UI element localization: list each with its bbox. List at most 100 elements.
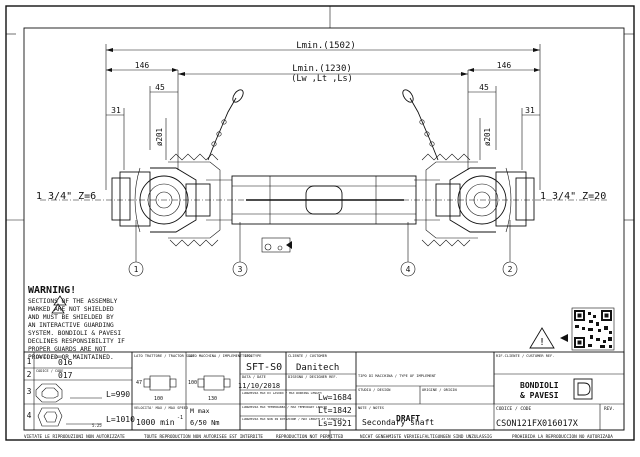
brand-logo: BONDIOLI & PAVESI	[520, 378, 593, 400]
left-yoke-assembly	[111, 161, 232, 239]
dim-left-angle-text: 45	[155, 83, 165, 92]
svg-text:CODICE / CODE: CODICE / CODE	[36, 369, 63, 373]
dim-lmin-total-text: Lmin.(1502)	[296, 41, 356, 51]
svg-text:TOUTE REPRODUCTION NON AUTORIS: TOUTE REPRODUCTION NON AUTORISEE EST INT…	[144, 434, 263, 440]
left-retaining-chain	[207, 89, 244, 161]
svg-text:2: 2	[508, 265, 513, 274]
svg-text:CLIENTE / CUSTOMER: CLIENTE / CUSTOMER	[288, 354, 328, 358]
svg-text:6/50 Nm: 6/50 Nm	[190, 419, 220, 427]
svg-text:TIPO-TYPE: TIPO-TYPE	[242, 354, 261, 358]
balloon-1: 1	[128, 220, 144, 277]
dim-right-offset-text: 146	[497, 61, 512, 70]
svg-text:100: 100	[188, 380, 197, 386]
dimension-right-31: 31	[521, 106, 540, 170]
svg-text:3: 3	[238, 265, 243, 274]
svg-text:016: 016	[58, 358, 73, 367]
dim-lengths-group-text: (Lw ,Lt ,Ls)	[291, 74, 352, 84]
right-yoke-assembly	[414, 161, 535, 239]
dim-left-small-text: 31	[111, 106, 121, 115]
svg-text:L=990: L=990	[106, 390, 130, 399]
dimension-left-45: 45	[149, 83, 178, 150]
dimension-left-diameter: ø201	[155, 118, 167, 160]
dim-lmin-shaft-text: Lmin.(1230)	[292, 64, 352, 74]
svg-text:RIF.CLIENTE / CUSTOMER REF.: RIF.CLIENTE / CUSTOMER REF.	[496, 354, 554, 358]
svg-text:-1: -1	[177, 415, 183, 421]
svg-text:LUNGHEZZA MAX TEMPORANEA / MAX: LUNGHEZZA MAX TEMPORANEA / MAX TEMPORARY…	[242, 405, 327, 409]
svg-text:LATO MACCHINA / IMPLEMENT SIDE: LATO MACCHINA / IMPLEMENT SIDE	[188, 354, 253, 358]
svg-text:SECTIONS OF THE ASSEMBLY: SECTIONS OF THE ASSEMBLY	[28, 298, 118, 305]
svg-text:ORIGINE / ORIGIN: ORIGINE / ORIGIN	[422, 388, 457, 392]
svg-text:L=1010: L=1010	[106, 415, 135, 424]
svg-text:LATO TRATTORE / TRACTOR SIDE: LATO TRATTORE / TRACTOR SIDE	[134, 354, 195, 358]
right-spline-label: 1 3/4" Z=20	[540, 191, 606, 202]
svg-text:REPRODUCTION NOT PERMITTED: REPRODUCTION NOT PERMITTED	[276, 434, 344, 440]
tube-profile-inner: 5.25	[37, 407, 102, 428]
svg-text:DECLINES RESPONSIBILITY IF: DECLINES RESPONSIBILITY IF	[28, 338, 125, 345]
tractor-side-icon	[261, 237, 292, 253]
svg-text:AND MUST BE SHIELDED BY: AND MUST BE SHIELDED BY	[28, 314, 114, 321]
left-spline-label: 1 3/4" Z=6	[36, 191, 96, 202]
balloon-4: 4	[400, 222, 416, 277]
balloon-2: 2	[502, 220, 518, 277]
svg-text:11/10/2018: 11/10/2018	[238, 382, 280, 390]
frame-outer	[5, 5, 635, 441]
svg-text:MARKED ARE NOT SHIELDED: MARKED ARE NOT SHIELDED	[28, 306, 114, 313]
svg-text:CODICE / CODE: CODICE / CODE	[496, 406, 532, 412]
svg-text:& PAVESI: & PAVESI	[520, 391, 559, 400]
dim-left-diameter-text: ø201	[155, 128, 164, 146]
dim-right-small-text: 31	[525, 106, 535, 115]
dim-right-angle-text: 45	[479, 83, 489, 92]
warning-title: WARNING!	[28, 285, 76, 296]
svg-text:DATA / DATE: DATA / DATE	[242, 375, 266, 379]
svg-text:Lw=1684: Lw=1684	[318, 393, 352, 402]
dimension-left-146: 146	[106, 61, 178, 72]
warning-triangle-icon-2	[51, 303, 65, 314]
svg-text:NICHT GENEHMIGTE VERVIELFALTIG: NICHT GENEHMIGTE VERVIELFALTIGUNGEN SIND…	[360, 434, 492, 440]
svg-text:LUNGHEZZA MAX NON IN ROTAZIONE: LUNGHEZZA MAX NON IN ROTAZIONE / MAX LEN…	[242, 417, 345, 421]
svg-text:3: 3	[27, 387, 32, 396]
dim-left-offset-text: 146	[135, 61, 150, 70]
svg-text:2: 2	[27, 370, 32, 379]
svg-text:VELOCITA' MAX / MAX SPEED: VELOCITA' MAX / MAX SPEED	[134, 406, 188, 410]
svg-text:017: 017	[58, 371, 73, 380]
right-retaining-chain	[402, 89, 439, 161]
svg-text:1: 1	[134, 265, 139, 274]
svg-text:Lt=1842: Lt=1842	[318, 406, 352, 415]
svg-text:5.25: 5.25	[92, 423, 102, 428]
balloon-3: 3	[232, 222, 248, 277]
svg-text:REV.: REV.	[604, 406, 615, 412]
svg-text:PROVIDED OR MAINTAINED.: PROVIDED OR MAINTAINED.	[28, 354, 114, 361]
dimension-lmin-shaft: Lmin.(1230) (Lw ,Lt ,Ls)	[177, 64, 469, 170]
svg-text:Danitech: Danitech	[296, 363, 339, 373]
svg-text:PROHIBIDA LA REPRODUCCION NO A: PROHIBIDA LA REPRODUCCION NO AUTORIZADA	[512, 434, 613, 440]
cross-joint-left: 47 100	[136, 375, 177, 402]
svg-text:NOTE / NOTES: NOTE / NOTES	[358, 406, 384, 410]
cross-joint-right: 100 130	[188, 375, 231, 402]
drawing-code: CSON121FX016017X	[496, 419, 579, 429]
svg-text:4: 4	[27, 411, 32, 420]
svg-text:PROPER GUARDS ARE NOT: PROPER GUARDS ARE NOT	[28, 346, 107, 353]
dimension-lmin-total: Lmin.(1502)	[105, 41, 541, 190]
svg-text:SFT-S0: SFT-S0	[246, 362, 282, 373]
dim-right-diameter-text: ø201	[483, 128, 492, 146]
guard-warning-icon: !	[529, 327, 568, 349]
dimension-right-diameter: ø201	[479, 118, 492, 160]
svg-text:1000 min: 1000 min	[136, 418, 175, 427]
svg-text:130: 130	[208, 396, 217, 402]
footer-notes: VIETATE LE RIPRODUZIONI NON AUTORIZZATE …	[24, 434, 613, 440]
svg-text:VIETATE LE RIPRODUZIONI NON AU: VIETATE LE RIPRODUZIONI NON AUTORIZZATE	[24, 434, 125, 440]
qr-code-icon	[571, 307, 615, 351]
warning-block: WARNING! SECTIONS OF THE ASSEMBLY MARKED…	[28, 285, 125, 361]
svg-text:47: 47	[136, 380, 142, 386]
svg-text:AN INTERACTIVE GUARDING: AN INTERACTIVE GUARDING	[28, 322, 114, 329]
svg-text:Secondary shaft: Secondary shaft	[362, 418, 434, 427]
warning-triangle-icon	[53, 295, 67, 306]
svg-text:DISEGNO / DESIGNER REF.: DISEGNO / DESIGNER REF.	[288, 375, 338, 379]
svg-text:BONDIOLI: BONDIOLI	[520, 381, 559, 390]
svg-text:STUDIO / DESIGN: STUDIO / DESIGN	[358, 388, 390, 392]
svg-text:CODICE / CODE: CODICE / CODE	[36, 355, 63, 359]
dimension-right-146: 146	[468, 61, 540, 72]
svg-text:LUNGHEZZA MAX DI LAVORO / MAX: LUNGHEZZA MAX DI LAVORO / MAX WORKING LE…	[242, 391, 322, 395]
